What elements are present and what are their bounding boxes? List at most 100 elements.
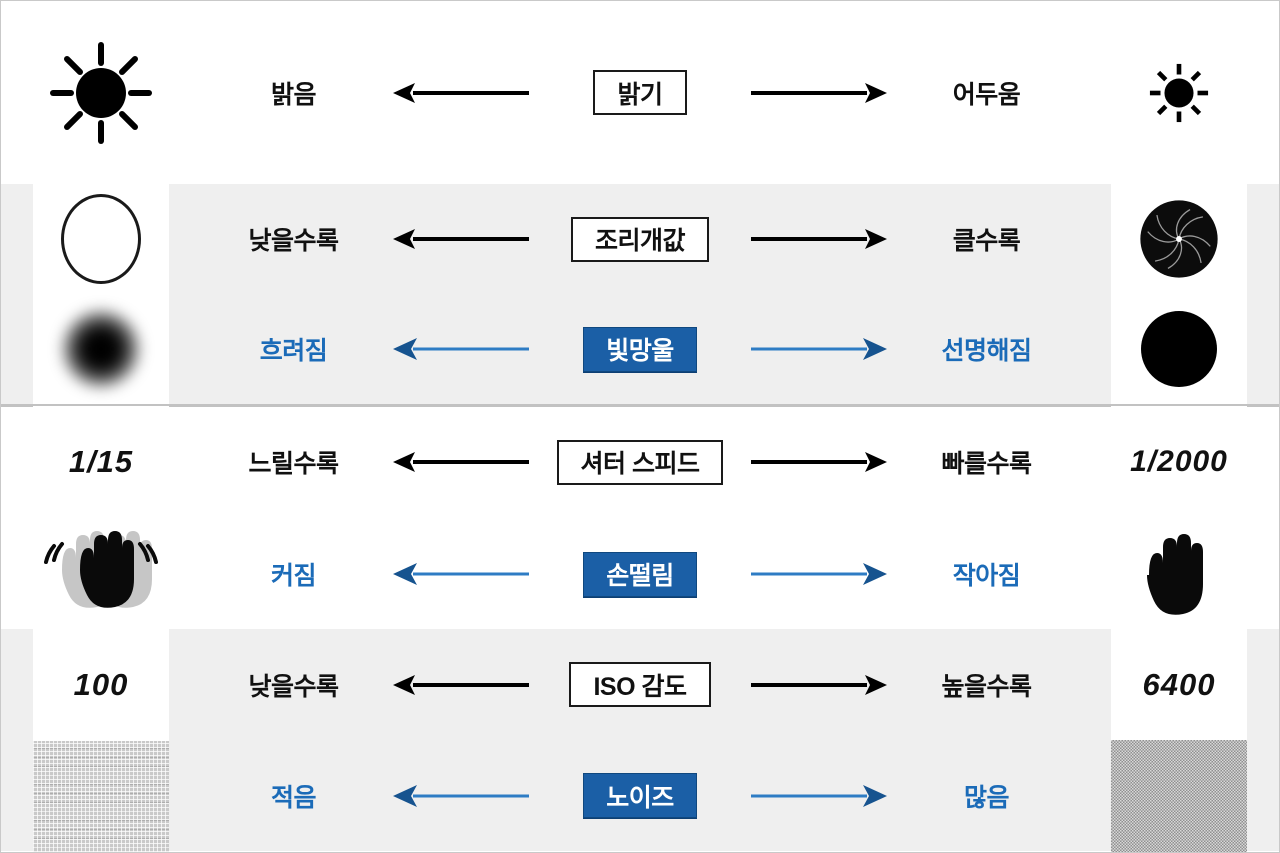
center-cell: 조리개값: [536, 216, 744, 262]
shutter-slow-value-tile: 1/15: [33, 406, 169, 518]
tile-cell-left: 1/15: [1, 406, 201, 518]
arrow-cell-left: [386, 671, 536, 699]
chip-aperture-value[interactable]: 조리개값: [570, 216, 709, 262]
label-cell-right: 빠를수록: [894, 444, 1079, 480]
label-aperture-right: 클수록: [952, 227, 1021, 255]
arrow-left-icon-blue: [393, 563, 529, 585]
chip-shutter-speed[interactable]: 셔터 스피드: [556, 439, 724, 485]
tile-cell-left: [1, 518, 201, 630]
chip-hand-shake[interactable]: 손떨림: [583, 551, 697, 597]
aperture-blades-icon: [1111, 183, 1247, 295]
row-shutter-primary: 1/15 느릴수록 셔터 스피드 빠를수록: [1, 406, 1279, 518]
sun-small-icon: [1111, 36, 1247, 149]
section-shutter-speed: 1/15 느릴수록 셔터 스피드 빠를수록: [1, 404, 1279, 630]
label-shutter-right: 빠를수록: [941, 450, 1032, 478]
sharp-dot-icon: [1111, 293, 1247, 405]
label-noise-left: 적음: [270, 783, 317, 812]
row-shutter-secondary: 커짐 손떨림 작아짐: [1, 518, 1279, 630]
label-shutter-left: 느릴수록: [248, 450, 339, 478]
arrow-right-icon: [751, 674, 887, 695]
label-cell-right: 클수록: [894, 221, 1079, 257]
arrow-cell-left: [386, 79, 536, 107]
chip-iso-sensitivity[interactable]: ISO 감도: [569, 662, 711, 707]
arrow-cell-right: [744, 79, 894, 107]
chip-noise[interactable]: 노이즈: [583, 773, 697, 818]
center-cell: 셔터 스피드: [536, 439, 744, 485]
label-cell-left: 낮을수록: [201, 221, 386, 257]
arrow-cell-left: [386, 225, 536, 253]
tile-cell-right: [1079, 739, 1279, 852]
arrow-right-icon: [751, 82, 887, 103]
steady-hand-icon: [1111, 518, 1247, 630]
tile-cell-right: 6400: [1079, 628, 1279, 741]
high-noise-texture: [1111, 739, 1247, 852]
shaking-hand-icon: [33, 518, 169, 630]
shaking-hand-svg: [44, 531, 158, 608]
shutter-fast-value-tile: 1/2000: [1111, 406, 1247, 518]
chip-bokeh[interactable]: 빛망울: [583, 326, 697, 372]
center-cell: 손떨림: [536, 551, 744, 597]
aperture-blades-svg: [1140, 200, 1218, 278]
arrow-cell-left: [386, 335, 536, 363]
iso-low-value-tile: 100: [33, 628, 169, 741]
arrow-cell-right: [744, 448, 894, 476]
arrow-cell-right: [744, 782, 894, 810]
label-handshake-left: 커짐: [270, 562, 317, 590]
tile-cell-right: [1079, 36, 1279, 149]
section-aperture: 낮을수록 조리개값 클수록: [1, 183, 1279, 405]
sun-large-icon-svg: [50, 41, 152, 144]
arrow-cell-left: [386, 560, 536, 588]
label-bokeh-left: 흐려짐: [259, 337, 328, 365]
label-cell-right: 많음: [894, 778, 1079, 814]
sun-large-icon: [33, 36, 169, 149]
tile-cell-right: [1079, 183, 1279, 295]
arrow-left-icon-blue: [393, 784, 529, 807]
label-cell-left: 적음: [201, 778, 386, 814]
tile-cell-right: [1079, 518, 1279, 630]
arrow-right-icon-blue: [751, 338, 887, 360]
arrow-left-icon: [393, 229, 529, 249]
center-cell: 빛망울: [536, 326, 744, 372]
arrow-right-icon-blue: [751, 784, 887, 807]
tile-cell-right: [1079, 293, 1279, 405]
open-circle-shape: [61, 194, 141, 284]
label-aperture-left: 낮을수록: [248, 227, 339, 255]
sharp-dot-shape: [1141, 311, 1217, 387]
blurred-bokeh-icon: [33, 293, 169, 405]
label-cell-right: 선명해짐: [894, 331, 1079, 367]
arrow-left-icon: [393, 82, 529, 103]
iso-high-value-tile: 6400: [1111, 628, 1247, 741]
center-cell: ISO 감도: [536, 662, 744, 707]
open-circle-icon: [33, 183, 169, 295]
arrow-cell-right: [744, 560, 894, 588]
arrow-cell-right: [744, 225, 894, 253]
tile-cell-left: [1, 739, 201, 852]
arrow-right-icon-blue: [751, 563, 887, 585]
arrow-left-icon: [393, 674, 529, 695]
row-aperture-secondary: 흐려짐 빛망울 선명해짐: [1, 293, 1279, 405]
label-cell-right: 작아짐: [894, 556, 1079, 592]
label-cell-left: 느릴수록: [201, 444, 386, 480]
label-bokeh-right: 선명해짐: [941, 337, 1032, 365]
label-cell-right: 높을수록: [894, 667, 1079, 703]
chip-brightness[interactable]: 밝기: [593, 70, 687, 115]
steady-hand-svg: [1147, 534, 1203, 615]
row-brightness-primary: 밝음 밝기 어두움: [1, 36, 1279, 149]
section-iso: 100 낮을수록 ISO 감도 높을수록: [1, 628, 1279, 852]
center-cell: 노이즈: [536, 773, 744, 818]
tile-cell-left: 100: [1, 628, 201, 741]
arrow-cell-left: [386, 782, 536, 810]
label-cell-left: 낮을수록: [201, 667, 386, 703]
arrow-right-icon: [751, 229, 887, 249]
label-iso-left: 낮을수록: [248, 672, 339, 701]
arrow-left-icon-blue: [393, 338, 529, 360]
label-noise-right: 많음: [963, 783, 1010, 812]
arrow-cell-left: [386, 448, 536, 476]
sun-small-icon-svg: [1149, 63, 1209, 122]
label-handshake-right: 작아짐: [952, 562, 1021, 590]
row-aperture-primary: 낮을수록 조리개값 클수록: [1, 183, 1279, 295]
label-brightness-left: 밝음: [270, 80, 317, 109]
bokeh-blob-shape: [62, 310, 140, 388]
row-iso-secondary: 적음 노이즈 많음: [1, 739, 1279, 852]
